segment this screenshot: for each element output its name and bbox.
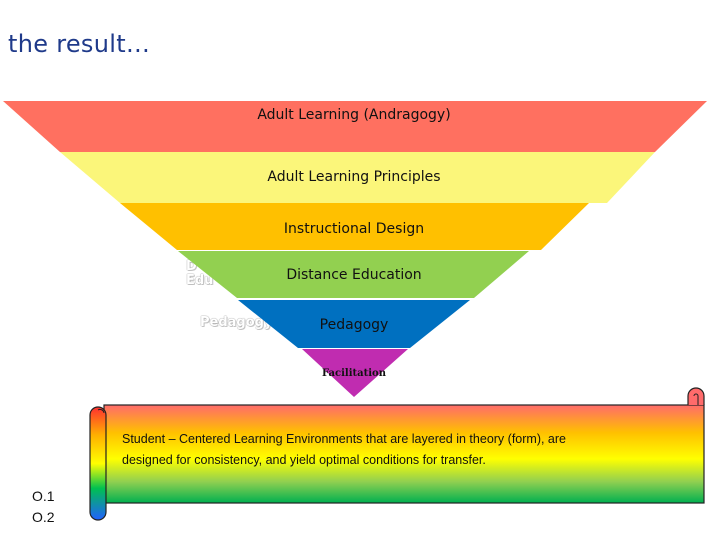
slide-title: the result…: [8, 30, 151, 58]
ghost-distance-education-label: D Edu: [186, 259, 214, 288]
bullet-list: O.1 O.2: [32, 486, 55, 528]
layer-facilitation: [302, 349, 408, 397]
ghost-pedagogy-label: Pedagogy: [200, 315, 273, 330]
list-item: O.2: [32, 509, 55, 525]
layer-instructional-design: [120, 203, 589, 250]
scroll-text-line-2: designed for consistency, and yield opti…: [122, 453, 486, 467]
layer-pedagogy: [238, 300, 470, 348]
label-andragogy: Adult Learning (Andragogy): [257, 107, 450, 123]
label-facilitation: Facilitation: [322, 368, 387, 379]
label-pedagogy: Pedagogy: [320, 317, 389, 333]
layer-distance-education: [178, 251, 529, 298]
label-adult-learning-principles: Adult Learning Principles: [267, 169, 440, 185]
scroll-text-line-1: Student – Centered Learning Environments…: [122, 432, 566, 446]
label-instructional-design: Instructional Design: [284, 221, 424, 237]
list-item: O.1: [32, 488, 55, 504]
layer-adult-learning-principles: [60, 152, 655, 203]
label-distance-education: Distance Education: [286, 267, 421, 283]
inverted-pyramid-diagram: Adult Learning (Andragogy) Adult Learnin…: [3, 101, 707, 397]
scroll-text: Student – Centered Learning Environments…: [122, 429, 662, 471]
layer-andragogy: [3, 101, 707, 152]
